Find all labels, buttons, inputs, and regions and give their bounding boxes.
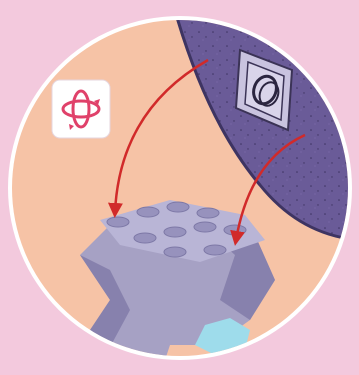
brick-stud — [224, 225, 246, 235]
brick-stud — [194, 222, 216, 232]
brick-stud — [204, 245, 226, 255]
orbit-rotate-icon — [52, 80, 110, 138]
brick-stud — [164, 227, 186, 237]
brick-stud — [164, 247, 186, 257]
brick-stud — [167, 202, 189, 212]
brick-stud — [197, 208, 219, 218]
brick-stud — [134, 233, 156, 243]
brick-stud — [137, 207, 159, 217]
brick-stud — [107, 217, 129, 227]
